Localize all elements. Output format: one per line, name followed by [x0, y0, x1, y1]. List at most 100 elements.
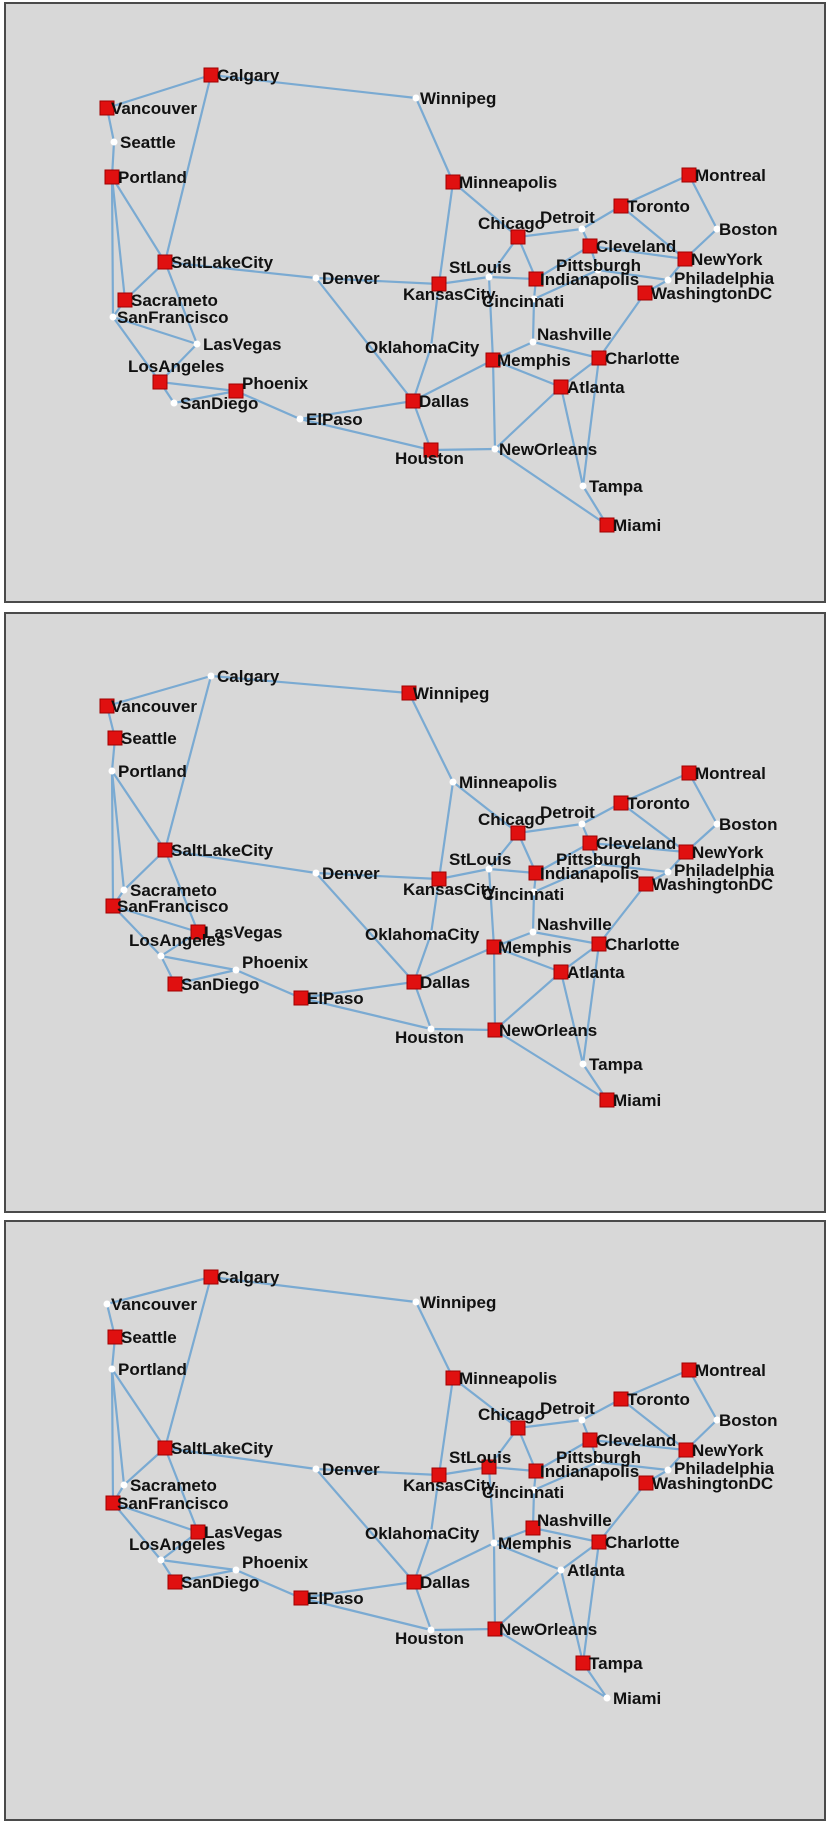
node-minneapolis-selected — [445, 174, 461, 190]
edge-cincinnati-nashville — [531, 890, 536, 934]
label-boston: Boston — [719, 1411, 778, 1430]
label-phoenix: Phoenix — [242, 1553, 309, 1572]
edge-vancouver-calgary — [105, 1275, 213, 1306]
label-miami: Miami — [613, 1091, 661, 1110]
node-kansascity-selected — [431, 1467, 447, 1483]
edge-washingtondc-charlotte — [597, 1481, 648, 1544]
node-charlotte-selected — [591, 1534, 607, 1550]
node-tampa — [579, 1060, 587, 1068]
node-washingtondc-selected — [637, 285, 653, 301]
edge-oklahomacity-dallas — [411, 345, 433, 403]
edge-denver-kansascity — [314, 871, 441, 881]
edge-calgary-winnipeg — [209, 674, 411, 695]
label-winnipeg: Winnipeg — [420, 89, 496, 108]
label-neworleans: NewOrleans — [499, 1021, 597, 1040]
node-lasvegas — [193, 340, 201, 348]
node-kansascity-selected — [431, 276, 447, 292]
edge-winnipeg-minneapolis — [414, 96, 455, 184]
label-oklahomacity: OklahomaCity — [365, 338, 480, 357]
node-layer — [99, 67, 721, 533]
label-calgary: Calgary — [217, 66, 280, 85]
node-nashville — [529, 928, 537, 936]
label-washingtondc: WashingtonDC — [652, 875, 773, 894]
edge-memphis-neworleans — [492, 945, 497, 1032]
edge-sanfrancisco-lasvegas — [111, 315, 199, 346]
node-stlouis — [485, 273, 493, 281]
node-philadelphia — [664, 1466, 672, 1474]
node-elpaso — [296, 415, 304, 423]
node-chicago-selected — [510, 1420, 526, 1436]
label-nashville: Nashville — [537, 915, 612, 934]
label-seattle: Seattle — [120, 133, 176, 152]
node-boston — [713, 225, 721, 233]
node-pittsburgh — [594, 266, 602, 274]
edge-minneapolis-kansascity — [437, 180, 455, 286]
node-cleveland-selected — [582, 1432, 598, 1448]
label-boston: Boston — [719, 220, 778, 239]
label-seattle: Seattle — [121, 729, 177, 748]
node-dallas-selected — [405, 393, 421, 409]
edge-houston-neworleans — [429, 1027, 497, 1032]
label-kansascity: KansasCity — [403, 1476, 496, 1495]
node-sandiego — [170, 399, 178, 407]
node-atlanta — [557, 1566, 565, 1574]
edge-winnipeg-minneapolis — [407, 691, 455, 784]
label-lasvegas: LasVegas — [204, 1523, 282, 1542]
node-seattle-selected — [107, 1329, 123, 1345]
label-chicago: Chicago — [478, 810, 545, 829]
edge-montreal-boston — [687, 1368, 719, 1422]
edge-indianapolis-cleveland — [534, 841, 592, 875]
label-stlouis: StLouis — [449, 1448, 511, 1467]
edge-stlouis-memphis — [487, 275, 495, 362]
label-saltlakecity: SaltLakeCity — [171, 1439, 274, 1458]
edge-losangeles-phoenix — [158, 380, 238, 393]
label-cincinnati: Cincinnati — [482, 292, 564, 311]
edge-phoenix-elpaso — [234, 389, 302, 421]
label-detroit: Detroit — [540, 803, 595, 822]
edge-pittsburgh-philadelphia — [596, 268, 670, 282]
label-winnipeg: Winnipeg — [413, 684, 489, 703]
edge-neworleans-miami — [493, 1627, 609, 1700]
node-newyork-selected — [677, 251, 693, 267]
label-philadelphia: Philadelphia — [674, 269, 775, 288]
label-elpaso: ElPaso — [307, 989, 364, 1008]
node-pittsburgh — [594, 860, 602, 868]
label-sanfrancisco: SanFrancisco — [117, 308, 229, 327]
label-tampa: Tampa — [589, 1055, 643, 1074]
edge-sanfrancisco-losangeles — [111, 904, 163, 958]
label-sandiego: SanDiego — [181, 1573, 259, 1592]
edge-portland-sanfrancisco — [110, 1367, 115, 1505]
edge-denver-dallas — [314, 276, 415, 403]
edge-calgary-winnipeg — [209, 73, 418, 100]
node-neworleans — [491, 445, 499, 453]
node-toronto-selected — [613, 1391, 629, 1407]
label-saltlakecity: SaltLakeCity — [171, 253, 274, 272]
label-sandiego: SanDiego — [181, 975, 259, 994]
node-losangeles — [157, 952, 165, 960]
label-oklahomacity: OklahomaCity — [365, 1524, 480, 1543]
label-sacrameto: Sacrameto — [130, 881, 217, 900]
node-boston — [713, 820, 721, 828]
edge-kansascity-stlouis — [437, 275, 491, 286]
edge-winnipeg-minneapolis — [414, 1300, 455, 1380]
label-elpaso: ElPaso — [307, 1589, 364, 1608]
edge-toronto-newyork — [619, 1397, 688, 1452]
node-houston — [427, 1025, 435, 1033]
label-phoenix: Phoenix — [242, 374, 309, 393]
network-diagram-1: VancouverSeattlePortlandCalgaryWinnipegS… — [99, 66, 778, 535]
node-losangeles — [157, 1556, 165, 1564]
label-portland: Portland — [118, 762, 187, 781]
edge-houston-neworleans — [429, 447, 497, 452]
edge-stlouis-indianapolis — [487, 275, 538, 281]
label-houston: Houston — [395, 1028, 464, 1047]
label-vancouver: Vancouver — [111, 99, 197, 118]
node-saltlakecity-selected — [157, 254, 173, 270]
node-winnipeg — [412, 94, 420, 102]
label-denver: Denver — [322, 864, 380, 883]
edge-atlanta-tampa — [559, 385, 585, 488]
edge-elpaso-houston — [298, 417, 433, 452]
label-indianapolis: Indianapolis — [540, 270, 639, 289]
node-layer — [99, 672, 721, 1108]
edge-montreal-boston — [687, 771, 719, 826]
